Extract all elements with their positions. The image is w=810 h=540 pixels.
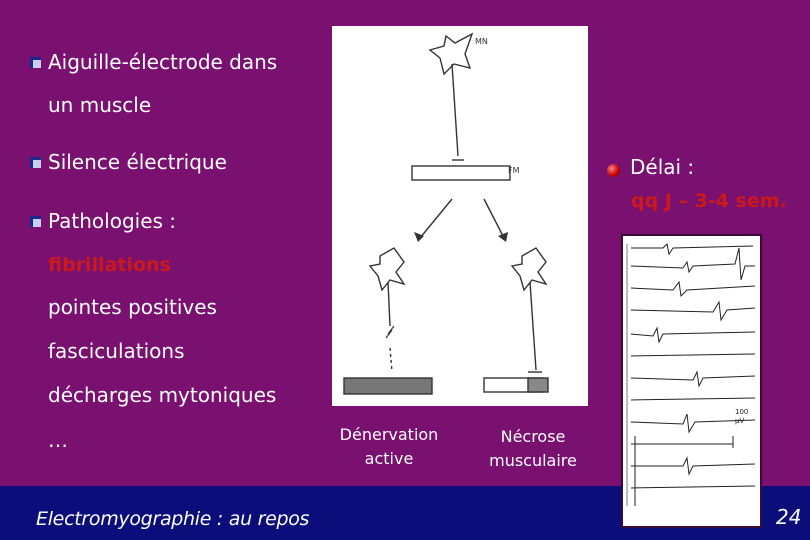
fm-label: FM <box>508 166 520 175</box>
pathology-item: fasciculations <box>48 339 185 363</box>
footer-title: Electromyographie : au repos <box>36 508 310 530</box>
atrophic-fiber-rect <box>343 377 433 395</box>
page-number: 24 <box>776 505 802 529</box>
caption-line: musculaire <box>489 451 577 470</box>
pathology-fibrillations: fibrillations <box>48 254 171 276</box>
bullet-text: Pathologies : <box>48 209 177 233</box>
round-bullet-icon <box>607 164 620 177</box>
caption-line: active <box>364 449 414 468</box>
bullet-text: Aiguille-électrode dans <box>48 50 278 74</box>
neuron-diagram-svg <box>343 32 549 395</box>
neuron-diagram: MN FM <box>332 26 588 406</box>
muscle-fiber-rect <box>411 165 511 181</box>
caption-line: Dénervation <box>339 425 439 444</box>
emg-trace-svg <box>626 242 756 506</box>
caption-line: Nécrose <box>500 427 566 446</box>
bullet-text: Silence électrique <box>48 150 227 174</box>
emg-scale-unit: μV <box>735 417 745 425</box>
square-bullet-icon <box>30 157 41 168</box>
square-bullet-icon <box>30 57 41 68</box>
emg-trace-image: 100 μV <box>621 234 762 528</box>
intact-neuron-icon <box>510 247 548 292</box>
emg-scale-value: 100 <box>735 408 749 416</box>
delay-value: qq J – 3-4 sem. <box>631 190 787 212</box>
pathology-item: pointes positives <box>48 295 217 319</box>
caption-denervation: Dénervation active <box>334 423 444 471</box>
caption-necrose: Nécrose musculaire <box>478 425 588 473</box>
pathology-ellipsis: … <box>48 428 68 452</box>
square-bullet-icon <box>30 216 41 227</box>
denervated-neuron-icon <box>368 247 406 292</box>
pathology-item: décharges mytoniques <box>48 383 277 407</box>
mn-label: MN <box>475 37 488 46</box>
delay-label: Délai : <box>630 155 695 179</box>
motor-neuron-icon <box>428 32 474 76</box>
bullet-text-cont: un muscle <box>48 93 152 117</box>
